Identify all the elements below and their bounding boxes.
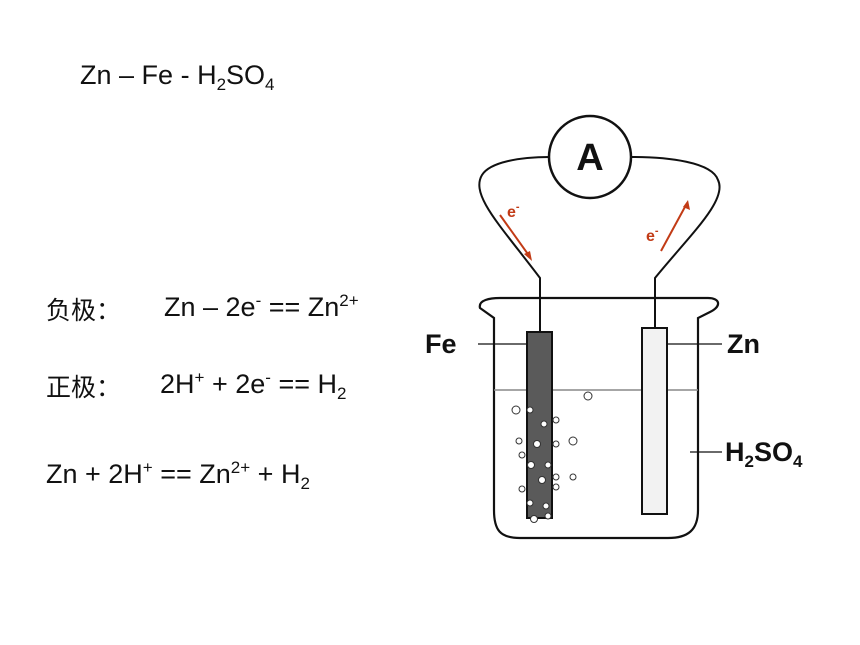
external-wire — [478, 156, 721, 288]
negative-zn-sup: 2+ — [339, 291, 359, 310]
positive-plus: + 2e — [204, 369, 266, 399]
bubble — [569, 473, 577, 481]
total-zn-sup: 2+ — [230, 458, 251, 477]
title-so: SO — [226, 60, 266, 90]
positive-e-sup: - — [265, 368, 271, 387]
total-h-sup: + — [142, 458, 153, 477]
bubble — [518, 485, 526, 493]
bubble — [526, 406, 534, 414]
bubble — [542, 502, 550, 510]
arrow-head-left — [524, 251, 532, 261]
acid-label: H2SO4 — [725, 437, 803, 471]
positive-formula: 2H+ + 2e- == H2 — [160, 368, 346, 404]
title-zn: Zn — [80, 60, 112, 90]
ammeter — [547, 114, 633, 200]
bubble — [526, 499, 534, 507]
electron-arrow-left — [499, 214, 531, 258]
negative-zn: Zn – 2e — [164, 292, 256, 322]
title-h-sub: 2 — [216, 75, 227, 94]
title-fe: Fe — [141, 60, 174, 90]
bubble — [533, 440, 541, 448]
bubble — [511, 405, 521, 415]
page-title: Zn – Fe - H2SO4 — [80, 60, 275, 95]
bubble — [568, 436, 578, 446]
title-dash: – — [111, 60, 142, 90]
title-so-sub: 4 — [265, 75, 275, 94]
negative-label: 负极： — [46, 296, 122, 325]
bubble — [583, 391, 593, 401]
bubble — [515, 437, 523, 445]
fe-electrode — [526, 331, 553, 519]
positive-h2-sub: 2 — [336, 384, 347, 403]
positive-electrode-equation: 正极： 2H+ + 2e- == H2 — [46, 368, 346, 404]
bubble — [538, 476, 546, 484]
fe-label: Fe — [425, 329, 457, 359]
bubble — [544, 512, 552, 520]
bubble — [552, 440, 560, 448]
total-right: + H — [250, 459, 301, 489]
bubble — [527, 461, 535, 469]
bubble — [544, 461, 552, 469]
hydrogen-bubbles — [511, 391, 593, 523]
beaker — [478, 296, 720, 540]
bubble — [552, 473, 560, 481]
negative-formula: Zn – 2e- == Zn2+ — [164, 291, 359, 323]
electron-label-left: e- — [507, 201, 520, 221]
zn-electrode — [641, 327, 668, 515]
bubble — [518, 451, 526, 459]
negative-electrode-equation: 负极： Zn – 2e- == Zn2+ — [46, 291, 359, 327]
bubble — [530, 515, 538, 523]
positive-h: 2H — [160, 369, 195, 399]
total-left: Zn + 2H — [46, 459, 143, 489]
electron-arrow-right — [660, 204, 687, 252]
zn-label: Zn — [727, 329, 760, 359]
arrow-head-right — [683, 200, 690, 210]
negative-mid: == Zn — [261, 292, 340, 322]
ammeter-label: A — [576, 137, 603, 179]
total-mid: == Zn — [152, 459, 231, 489]
total-equation: Zn + 2H+ == Zn2+ + H2 — [46, 458, 310, 494]
title-dash: - — [173, 60, 198, 90]
negative-e-sup: - — [255, 291, 262, 310]
positive-h-sup: + — [194, 368, 205, 387]
bubble — [540, 420, 548, 428]
bubble — [552, 483, 560, 491]
positive-eq: == H — [270, 369, 337, 399]
title-h: H — [197, 60, 217, 90]
total-h2-sub: 2 — [300, 474, 310, 493]
bubble — [552, 416, 560, 424]
positive-label: 正极： — [46, 373, 122, 402]
electron-label-right: e- — [646, 225, 659, 245]
